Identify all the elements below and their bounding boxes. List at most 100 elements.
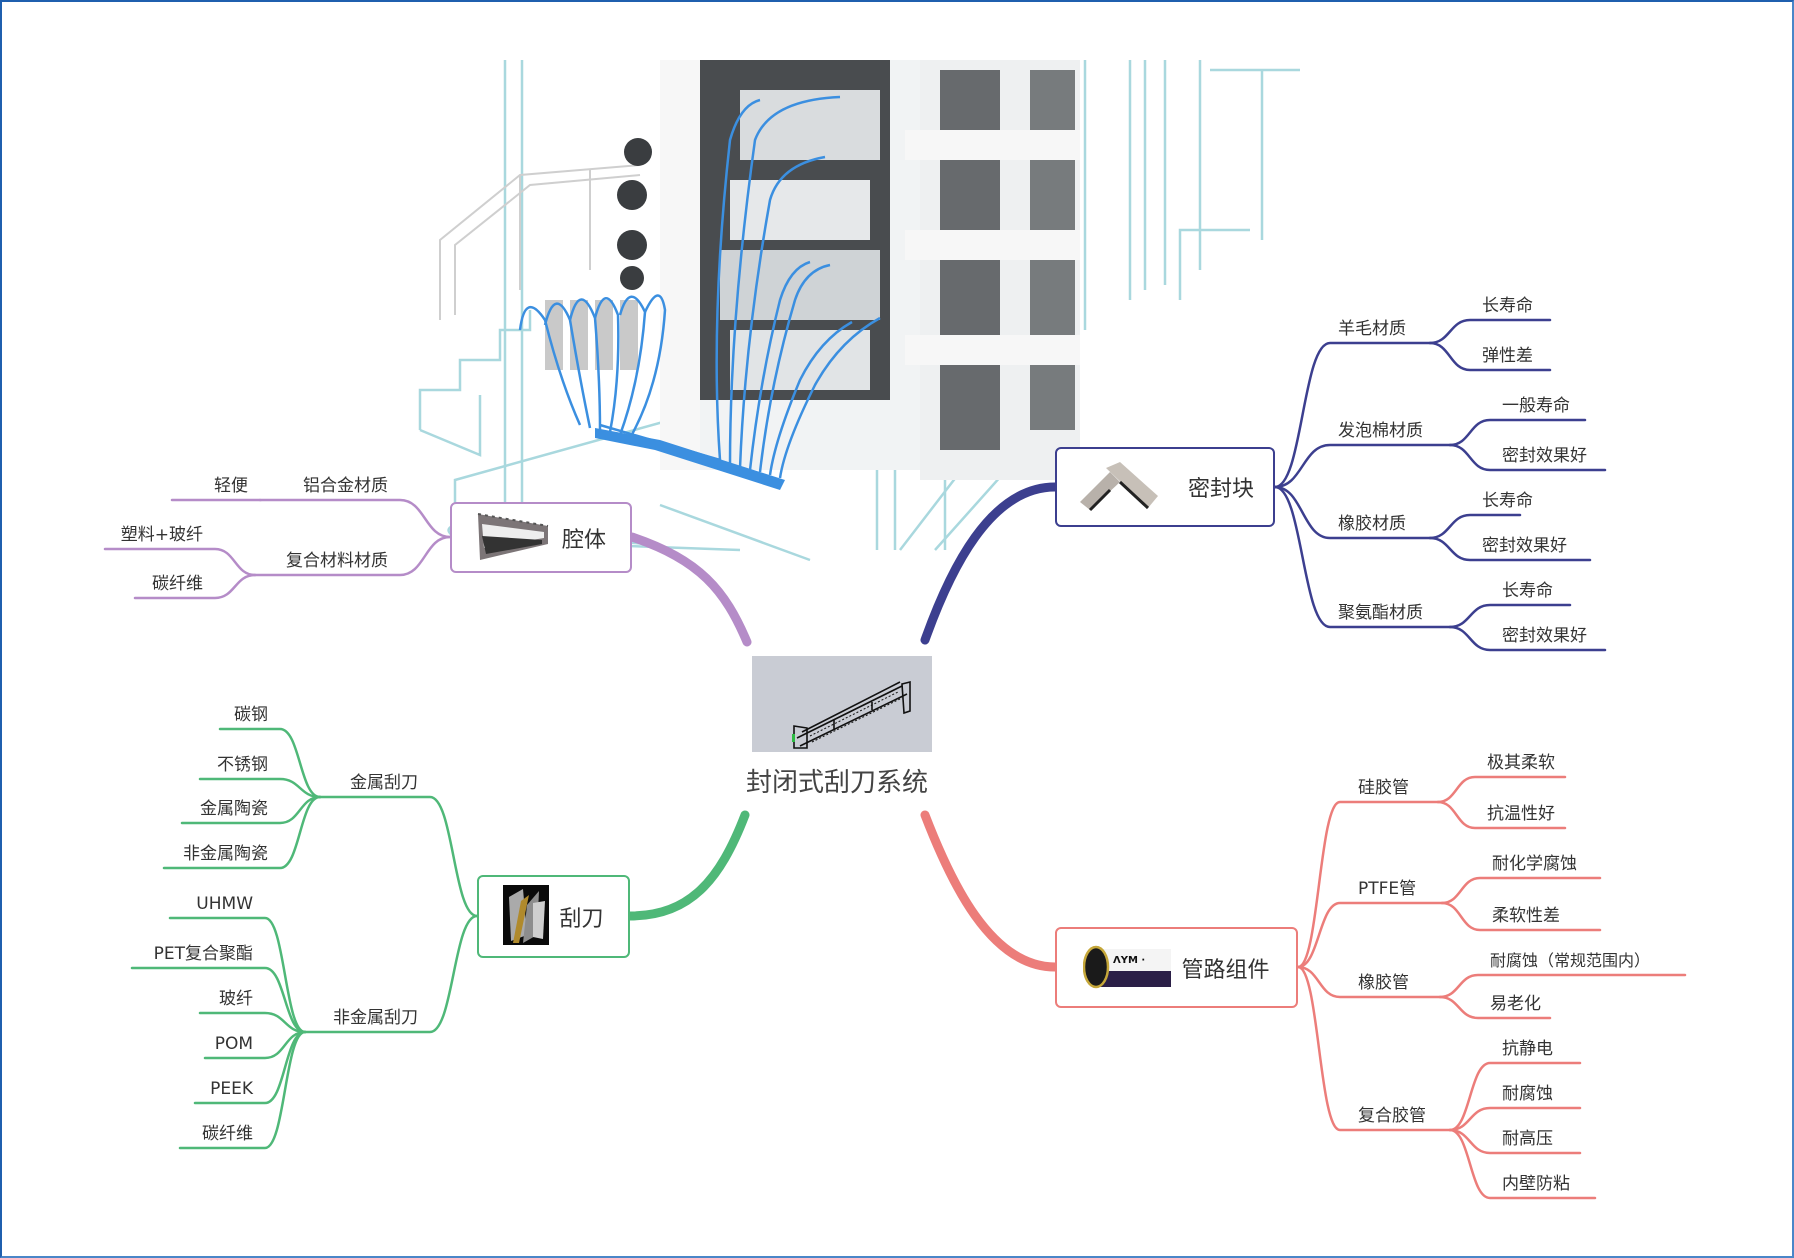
stair-railing [439,164,641,320]
sub-branch-piping-3 [1296,965,1452,1132]
leaf-node-seal-2-0[interactable]: 长寿命 [1482,491,1533,511]
leaf-node-piping-1-1[interactable]: 柔软性差 [1492,906,1560,926]
leaf-node-blade-1-5[interactable]: 碳纤维 [202,1124,253,1144]
blade-icon [503,884,550,949]
leaf-node-piping-2-0[interactable]: 耐腐蚀（常规范围内） [1490,951,1651,970]
sub-branch-piping-1 [1296,901,1444,969]
sub-branch-cavity-0 [258,498,452,539]
leaf-branch-blade-1-5 [178,1030,307,1150]
sub-branch-piping-2 [1296,965,1442,999]
leaf-branch-seal-3-1 [1448,625,1607,652]
leaf-branch-piping-2-1 [1438,995,1552,1020]
leaf-branch-seal-3-0 [1448,603,1572,629]
leaf-node-seal-3-0[interactable]: 长寿命 [1502,581,1553,601]
leaf-branch-blade-1-0 [168,916,307,1034]
leaf-branch-piping-1-0 [1440,876,1602,905]
sub-branch-seal-3 [1273,485,1452,629]
sub-node-piping-3[interactable]: 复合胶管 [1358,1106,1426,1126]
leaf-node-piping-0-1[interactable]: 抗温性好 [1487,804,1555,824]
leaf-branch-piping-0-1 [1436,800,1567,830]
leaf-branch-piping-3-1 [1448,1106,1582,1132]
chamber-drawing-icon [792,680,911,749]
leaf-node-blade-0-1[interactable]: 不锈钢 [217,755,268,775]
leaf-node-cavity-0-0[interactable]: 轻便 [214,476,248,496]
sub-branch-seal-1 [1273,443,1452,489]
branch-node-piping[interactable]: ΛΥΜ · 管路组件 [1055,927,1298,1008]
branch-label-cavity: 腔体 [561,527,606,553]
leaf-node-seal-3-1[interactable]: 密封效果好 [1502,626,1587,646]
leaf-node-cavity-1-0[interactable]: 塑料+玻纤 [120,525,203,545]
leaf-node-seal-2-1[interactable]: 密封效果好 [1482,536,1567,556]
sub-node-seal-3[interactable]: 聚氨酯材质 [1338,603,1423,623]
seal-block-icon [1076,458,1160,516]
leaf-branch-seal-1-1 [1448,443,1607,472]
sub-node-cavity-1[interactable]: 复合材料材质 [286,551,388,571]
leaf-node-cavity-1-1[interactable]: 碳纤维 [152,574,203,594]
leaf-branch-piping-3-3 [1448,1128,1597,1200]
leaf-branch-blade-1-1 [130,966,307,1034]
press-body [545,60,1080,480]
branch-node-cavity[interactable]: 腔体 [450,502,632,573]
leaf-node-piping-3-0[interactable]: 抗静电 [1502,1039,1553,1059]
leaf-branch-blade-1-2 [198,1011,307,1034]
sub-node-seal-1[interactable]: 发泡棉材质 [1338,421,1423,441]
leaf-node-piping-3-2[interactable]: 耐高压 [1502,1129,1553,1149]
sub-node-blade-0[interactable]: 金属刮刀 [350,773,418,793]
leaf-branch-blade-0-0 [218,727,322,799]
sub-node-seal-2[interactable]: 橡胶材质 [1338,514,1406,534]
sub-node-cavity-0[interactable]: 铝合金材质 [303,476,388,496]
leaf-node-seal-1-1[interactable]: 密封效果好 [1502,446,1587,466]
leaf-branch-seal-0-1 [1428,341,1552,372]
leaf-node-seal-0-0[interactable]: 长寿命 [1482,296,1533,316]
leaf-node-blade-0-2[interactable]: 金属陶瓷 [200,799,268,819]
branch-label-piping: 管路组件 [1181,957,1270,983]
leaf-branch-blade-0-1 [198,777,322,799]
root-label: 封闭式刮刀系统 [746,768,929,798]
root-node[interactable]: 封闭式刮刀系统 [746,656,932,798]
sub-node-piping-1[interactable]: PTFE管 [1358,879,1417,899]
leaf-branch-seal-1-0 [1448,418,1587,447]
leaf-node-seal-0-1[interactable]: 弹性差 [1482,346,1533,366]
hose-bundle [595,428,785,490]
leaf-node-piping-1-0[interactable]: 耐化学腐蚀 [1492,854,1577,874]
main-branch-seal [920,482,1060,645]
sub-node-seal-0[interactable]: 羊毛材质 [1338,319,1406,339]
leaf-node-blade-1-1[interactable]: PET复合聚酯 [153,944,253,964]
leaf-node-piping-2-1[interactable]: 易老化 [1490,994,1541,1014]
leaf-branch-cavity-1-1 [133,573,257,600]
branch-label-blade: 刮刀 [559,906,604,932]
svg-text:ΛΥΜ ·: ΛΥΜ · [1113,955,1145,966]
leaf-branch-piping-2-0 [1438,973,1687,999]
leaf-node-piping-3-3[interactable]: 内壁防粘 [1502,1174,1570,1194]
leaf-node-blade-0-3[interactable]: 非金属陶瓷 [183,844,268,864]
sub-node-piping-0[interactable]: 硅胶管 [1358,778,1409,798]
leaf-branch-seal-0-0 [1428,318,1552,345]
cavity-icon [476,510,552,566]
leaf-node-blade-1-4[interactable]: PEEK [210,1079,253,1099]
leaf-branch-piping-1-1 [1440,901,1602,932]
leaf-node-blade-1-3[interactable]: POM [214,1034,253,1054]
branch-node-blade[interactable]: 刮刀 [477,875,630,958]
main-branch-piping [920,810,1060,972]
sub-branch-cavity-1 [253,535,452,577]
leaf-node-blade-1-2[interactable]: 玻纤 [219,989,253,1009]
leaf-branch-blade-0-3 [162,795,322,870]
leaf-branch-cavity-1-0 [103,547,257,577]
sub-branch-seal-0 [1273,341,1432,489]
ink-hoses [518,95,881,479]
main-branch-blade [625,810,750,921]
leaf-node-piping-3-1[interactable]: 耐腐蚀 [1502,1084,1553,1104]
leaf-node-piping-0-0[interactable]: 极其柔软 [1487,753,1555,773]
sub-node-piping-2[interactable]: 橡胶管 [1358,973,1409,993]
leaf-branch-piping-3-0 [1448,1061,1582,1132]
sub-branch-piping-0 [1296,800,1440,969]
leaf-node-blade-0-0[interactable]: 碳钢 [234,705,268,725]
branch-node-seal[interactable]: 密封块 [1055,447,1275,527]
sub-branch-seal-2 [1273,485,1432,540]
leaf-node-seal-1-0[interactable]: 一般寿命 [1502,396,1570,416]
leaf-node-blade-1-0[interactable]: UHMW [196,894,253,914]
sub-node-blade-1[interactable]: 非金属刮刀 [333,1008,418,1028]
